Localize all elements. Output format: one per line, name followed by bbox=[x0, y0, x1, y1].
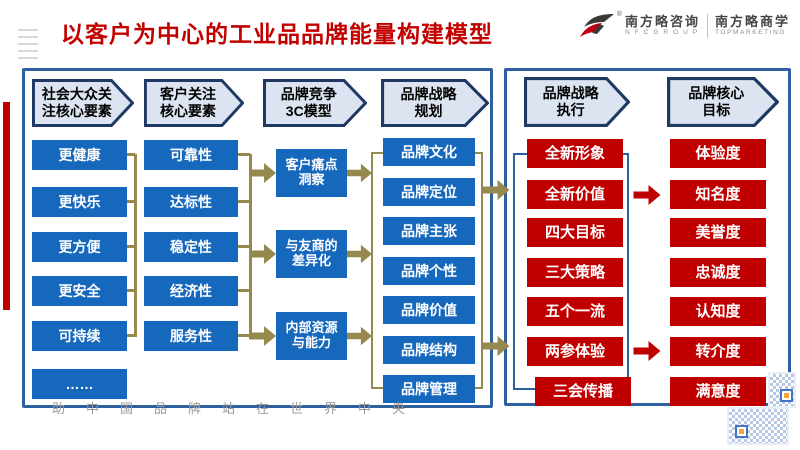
panel-link-arrow-icon bbox=[482, 180, 510, 200]
qr-code bbox=[727, 407, 789, 445]
connector-stub bbox=[127, 289, 135, 292]
flow-item: 知名度 bbox=[670, 180, 766, 209]
watermark-slogan: 助中国品牌站在世界中央 bbox=[52, 401, 427, 416]
flow-item: 三会传播 bbox=[535, 377, 631, 406]
flow-item: 与友商的 差异化 bbox=[276, 230, 347, 278]
qr-code bbox=[768, 372, 796, 408]
header-customer-factors: 客户关注 核心要素 bbox=[144, 79, 244, 127]
flow-item: 全新形象 bbox=[527, 139, 623, 168]
flow-arrow-icon bbox=[249, 163, 276, 183]
connector-bracket bbox=[249, 154, 252, 337]
flow-arrow-icon bbox=[347, 326, 372, 346]
red-arrow-icon bbox=[633, 341, 661, 361]
connector-stub bbox=[127, 200, 135, 203]
flow-item: 经济性 bbox=[144, 276, 238, 306]
header-brand-core-goals: 品牌核心 目标 bbox=[667, 77, 779, 127]
flow-item: 转介度 bbox=[670, 337, 766, 366]
flow-item: 品牌文化 bbox=[383, 138, 475, 166]
flow-item: 达标性 bbox=[144, 187, 238, 217]
connector-stub bbox=[238, 289, 250, 292]
connector-stub bbox=[127, 245, 135, 248]
header-strategy-execution: 品牌战略 执行 bbox=[524, 77, 630, 127]
brand-sub-consulting: N F C G R O U P bbox=[624, 29, 699, 37]
red-accent-strip bbox=[3, 102, 10, 310]
flow-arrow-icon bbox=[249, 326, 276, 346]
flow-item: 更方便 bbox=[32, 232, 127, 262]
flow-arrow-icon bbox=[249, 244, 276, 264]
connector-stub bbox=[127, 153, 135, 156]
connector-stub bbox=[238, 334, 250, 337]
header-3c-model: 品牌竞争 3C模型 bbox=[263, 79, 367, 127]
brand-sub-school: TOPMARKETING bbox=[714, 29, 787, 37]
flow-item: 更安全 bbox=[32, 276, 127, 306]
flow-item: 客户痛点 洞察 bbox=[276, 149, 347, 197]
logo-divider bbox=[706, 14, 708, 38]
flow-item: 可靠性 bbox=[144, 140, 238, 170]
flow-item: 品牌主张 bbox=[383, 217, 475, 245]
panel-link-arrow-icon bbox=[482, 336, 510, 356]
flow-item: 全新价值 bbox=[527, 180, 623, 209]
page-title: 以客户为中心的工业品品牌能量构建模型 bbox=[61, 21, 493, 47]
flow-item: 两参体验 bbox=[527, 337, 623, 366]
flow-item: 体验度 bbox=[670, 139, 766, 168]
flow-item: 五个一流 bbox=[527, 297, 623, 326]
flow-item: 内部资源 与能力 bbox=[276, 312, 347, 360]
flow-item: 品牌管理 bbox=[383, 375, 475, 403]
connector-stub bbox=[238, 153, 250, 156]
header-brand-strategy-planning: 品牌战略 规划 bbox=[381, 79, 489, 127]
flow-item: 美誉度 bbox=[670, 218, 766, 247]
flow-item: 品牌结构 bbox=[383, 336, 475, 364]
connector-stub bbox=[238, 245, 250, 248]
flow-item: 可持续 bbox=[32, 321, 127, 351]
flow-item: 认知度 bbox=[670, 297, 766, 326]
flow-item: …… bbox=[32, 369, 127, 399]
header-social-public-factors: 社会大众关 注核心要素 bbox=[32, 79, 134, 127]
connector-bracket bbox=[134, 154, 137, 337]
flow-item: 品牌价值 bbox=[383, 296, 475, 324]
brand-name-consulting: 南方略咨询 bbox=[624, 13, 700, 29]
brand-logo: ® 南方略咨询 N F C G R O U P 南方略商学 TOPMARKETI… bbox=[578, 11, 790, 39]
brand-name-school: 南方略商学 bbox=[714, 13, 790, 29]
flow-item: 三大策略 bbox=[527, 258, 623, 287]
flow-item: 四大目标 bbox=[527, 218, 623, 247]
flow-item: 品牌个性 bbox=[383, 257, 475, 285]
flow-item: 忠诚度 bbox=[670, 258, 766, 287]
brand-swoosh-icon bbox=[579, 14, 614, 37]
flow-item: 更快乐 bbox=[32, 187, 127, 217]
flow-item: 满意度 bbox=[670, 377, 766, 406]
red-arrow-icon bbox=[633, 185, 661, 205]
connector-stub bbox=[127, 334, 135, 337]
registered-mark: ® bbox=[616, 11, 622, 18]
flow-item: 品牌定位 bbox=[383, 178, 475, 206]
flow-item: 更健康 bbox=[32, 140, 127, 170]
flow-item: 服务性 bbox=[144, 321, 238, 351]
flow-item: 稳定性 bbox=[144, 232, 238, 262]
flow-arrow-icon bbox=[347, 244, 372, 264]
flow-arrow-icon bbox=[347, 163, 372, 183]
connector-stub bbox=[238, 200, 250, 203]
